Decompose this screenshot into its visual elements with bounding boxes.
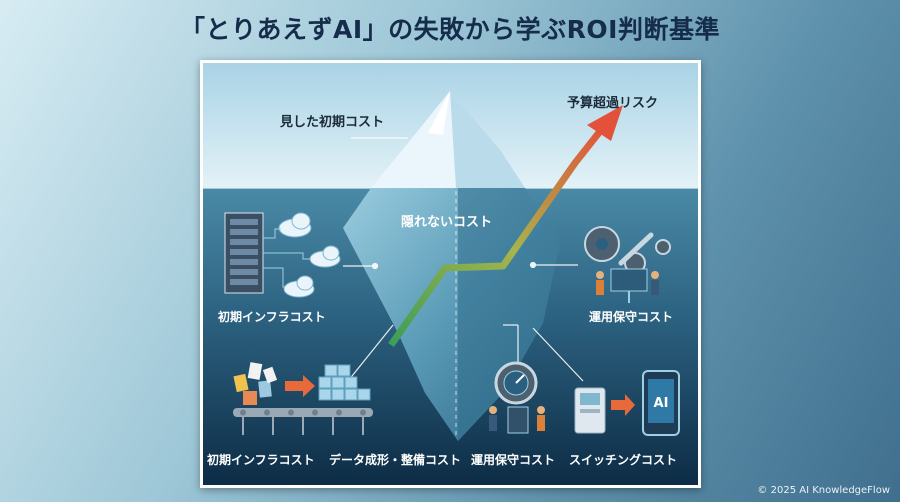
gears-wrench-icon: [584, 226, 671, 303]
server-rack-icon: [224, 212, 264, 294]
iceberg-diagram: AI 見した初期コスト 予算超過リスク 隠れないコスト 初期インフラコスト 運用…: [203, 63, 698, 485]
arrow-right-icon: [285, 375, 315, 397]
worker-icon: [596, 271, 659, 295]
documents-icon: [233, 362, 278, 405]
data-blocks-icon: [318, 364, 371, 401]
right-upper-cost-label: 運用保守コスト: [589, 309, 673, 324]
visible-cost-label: 見した初期コスト: [279, 114, 384, 130]
hidden-cost-label: 隠れないコスト: [401, 214, 492, 230]
bottom-label-maintenance: 運用保守コスト: [471, 452, 555, 467]
bottom-label-infra: 初期インフラコスト: [207, 452, 315, 467]
bottom-label-switching: スイッチングコスト: [569, 452, 677, 467]
switching-icon: AI: [574, 370, 680, 436]
conveyor-belt-icon: [233, 408, 373, 435]
cloud-icon: [278, 212, 341, 298]
page-title: 「とりあえずAI」の失敗から学ぶROI判断基準: [180, 15, 720, 44]
budget-risk-arrow: [388, 105, 623, 348]
copyright-text: © 2025 AI KnowledgeFlow: [757, 485, 890, 496]
bottom-label-data-prep: データ成形・整備コスト: [329, 452, 461, 467]
ai-screen-text: AI: [654, 396, 669, 411]
left-upper-cost-label: 初期インフラコスト: [218, 309, 326, 324]
iceberg-diagram-panel: AI 見した初期コスト 予算超過リスク 隠れないコスト 初期インフラコスト 運用…: [200, 60, 701, 488]
budget-risk-label: 予算超過リスク: [567, 95, 658, 111]
gauge-gear-icon: [489, 361, 545, 434]
iceberg-tip: [371, 91, 525, 188]
